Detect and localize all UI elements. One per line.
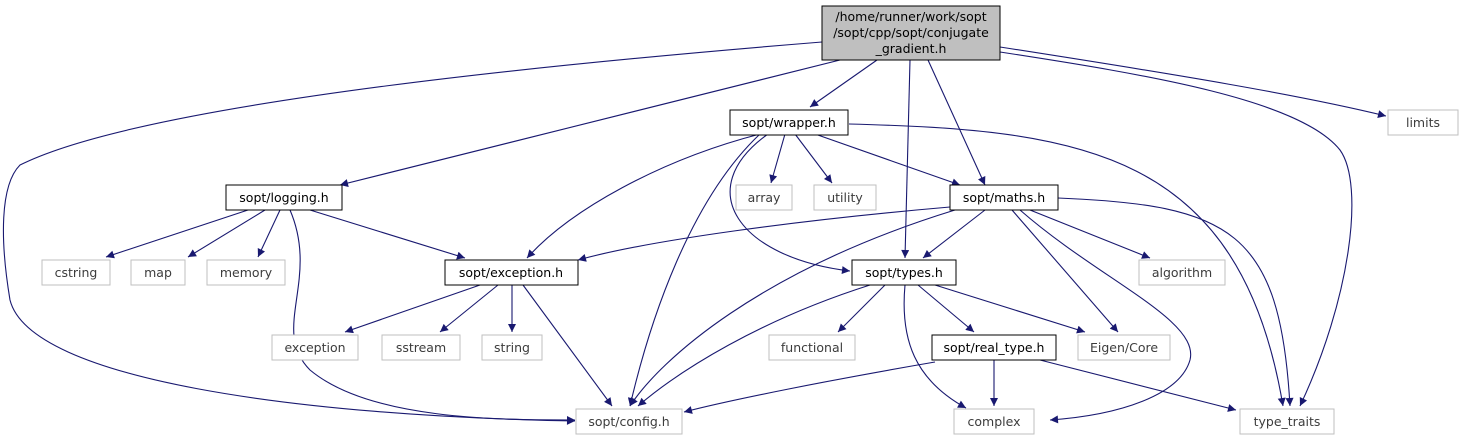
edge-maths-complex bbox=[1019, 209, 1192, 424]
edge-types-functional bbox=[837, 284, 886, 333]
node-wrapper[interactable]: sopt/wrapper.h bbox=[729, 109, 849, 136]
edge-maths-config bbox=[629, 209, 956, 407]
edge-wrapper-types bbox=[729, 133, 851, 275]
node-real_type-label: sopt/real_type.h bbox=[944, 340, 1045, 355]
edge-real_type-type_traits bbox=[1039, 359, 1237, 412]
edge-maths-eigen_core bbox=[1011, 209, 1119, 333]
node-functional-label: functional bbox=[781, 340, 843, 355]
edge-exception-exception_std bbox=[344, 284, 481, 334]
edge-exception-config bbox=[522, 284, 613, 407]
edge-wrapper-maths bbox=[814, 133, 961, 187]
edge-logging-config bbox=[289, 209, 576, 424]
node-utility-label: utility bbox=[827, 190, 863, 205]
edge-exception-sstream bbox=[439, 284, 499, 333]
node-string-label: string bbox=[494, 340, 530, 355]
edge-root-types bbox=[901, 59, 911, 259]
node-exception_std[interactable]: exception bbox=[271, 334, 359, 361]
edge-maths-type_traits bbox=[1057, 197, 1294, 407]
edge-root-wrapper bbox=[809, 59, 878, 108]
edge-types-eigen_core bbox=[934, 284, 1086, 334]
node-exception[interactable]: sopt/exception.h bbox=[444, 259, 579, 286]
node-config-label: sopt/config.h bbox=[588, 414, 669, 429]
node-exception-label: sopt/exception.h bbox=[459, 265, 563, 280]
node-functional[interactable]: functional bbox=[768, 334, 856, 361]
edge-wrapper-utility bbox=[794, 133, 833, 184]
edge-root-type_traits bbox=[999, 51, 1353, 407]
node-root-line-1: /home/runner/work/sopt bbox=[835, 9, 986, 24]
edge-wrapper-exception bbox=[526, 133, 761, 259]
node-complex-label: complex bbox=[968, 414, 1021, 429]
edge-types-config bbox=[637, 284, 871, 407]
edge-root-config bbox=[2, 41, 823, 425]
node-logging-label: sopt/logging.h bbox=[239, 190, 328, 205]
node-memory-label: memory bbox=[220, 265, 273, 280]
node-algorithm-label: algorithm bbox=[1152, 265, 1212, 280]
node-utility[interactable]: utility bbox=[813, 184, 877, 211]
node-eigen_core-label: Eigen/Core bbox=[1090, 340, 1158, 355]
node-root-line-2: /sopt/cpp/sopt/conjugate bbox=[833, 25, 989, 40]
node-types[interactable]: sopt/types.h bbox=[851, 259, 957, 286]
edge-root-maths bbox=[927, 59, 986, 186]
node-limits-label: limits bbox=[1406, 115, 1440, 130]
node-array-label: array bbox=[748, 190, 781, 205]
edge-logging-exception bbox=[309, 209, 466, 260]
node-cstring[interactable]: cstring bbox=[41, 259, 111, 286]
edge-maths-exception bbox=[577, 206, 951, 262]
node-complex[interactable]: complex bbox=[953, 408, 1035, 435]
edge-root-logging bbox=[339, 57, 849, 187]
node-sstream[interactable]: sstream bbox=[381, 334, 461, 361]
edge-maths-types bbox=[922, 209, 986, 259]
node-map-label: map bbox=[144, 265, 172, 280]
node-sstream-label: sstream bbox=[396, 340, 446, 355]
node-exception_std-label: exception bbox=[284, 340, 345, 355]
node-maths[interactable]: sopt/maths.h bbox=[949, 184, 1059, 211]
node-root-line-3: _gradient.h bbox=[875, 41, 947, 56]
node-limits[interactable]: limits bbox=[1387, 109, 1459, 136]
node-real_type[interactable]: sopt/real_type.h bbox=[931, 334, 1057, 361]
edge-logging-map bbox=[187, 209, 266, 258]
edge-real_type-config bbox=[683, 361, 936, 414]
node-type_traits[interactable]: type_traits bbox=[1239, 408, 1335, 435]
node-memory[interactable]: memory bbox=[206, 259, 286, 286]
edge-root-limits bbox=[999, 46, 1387, 118]
node-logging[interactable]: sopt/logging.h bbox=[225, 184, 343, 211]
node-array[interactable]: array bbox=[735, 184, 793, 211]
node-string[interactable]: string bbox=[481, 334, 543, 361]
node-eigen_core[interactable]: Eigen/Core bbox=[1077, 334, 1171, 361]
node-cstring-label: cstring bbox=[55, 265, 98, 280]
edge-types-real_type bbox=[917, 284, 975, 333]
edge-logging-cstring bbox=[105, 209, 249, 259]
edge-types-complex bbox=[903, 284, 967, 409]
edge-wrapper-type_traits bbox=[848, 123, 1286, 407]
node-map[interactable]: map bbox=[130, 259, 186, 286]
node-wrapper-label: sopt/wrapper.h bbox=[742, 115, 836, 130]
edge-wrapper-config bbox=[627, 133, 761, 407]
node-maths-label: sopt/maths.h bbox=[963, 190, 1045, 205]
nodes: /home/runner/work/sopt /sopt/cpp/sopt/co… bbox=[41, 5, 1459, 435]
edge-wrapper-array bbox=[769, 133, 786, 184]
edges bbox=[2, 41, 1387, 425]
node-config[interactable]: sopt/config.h bbox=[575, 408, 683, 435]
node-root[interactable]: /home/runner/work/sopt /sopt/cpp/sopt/co… bbox=[821, 5, 1001, 61]
node-type_traits-label: type_traits bbox=[1254, 414, 1321, 429]
node-algorithm[interactable]: algorithm bbox=[1138, 259, 1226, 286]
edge-logging-memory bbox=[257, 209, 281, 258]
node-types-label: sopt/types.h bbox=[865, 265, 943, 280]
edge-maths-algorithm bbox=[1029, 209, 1151, 259]
